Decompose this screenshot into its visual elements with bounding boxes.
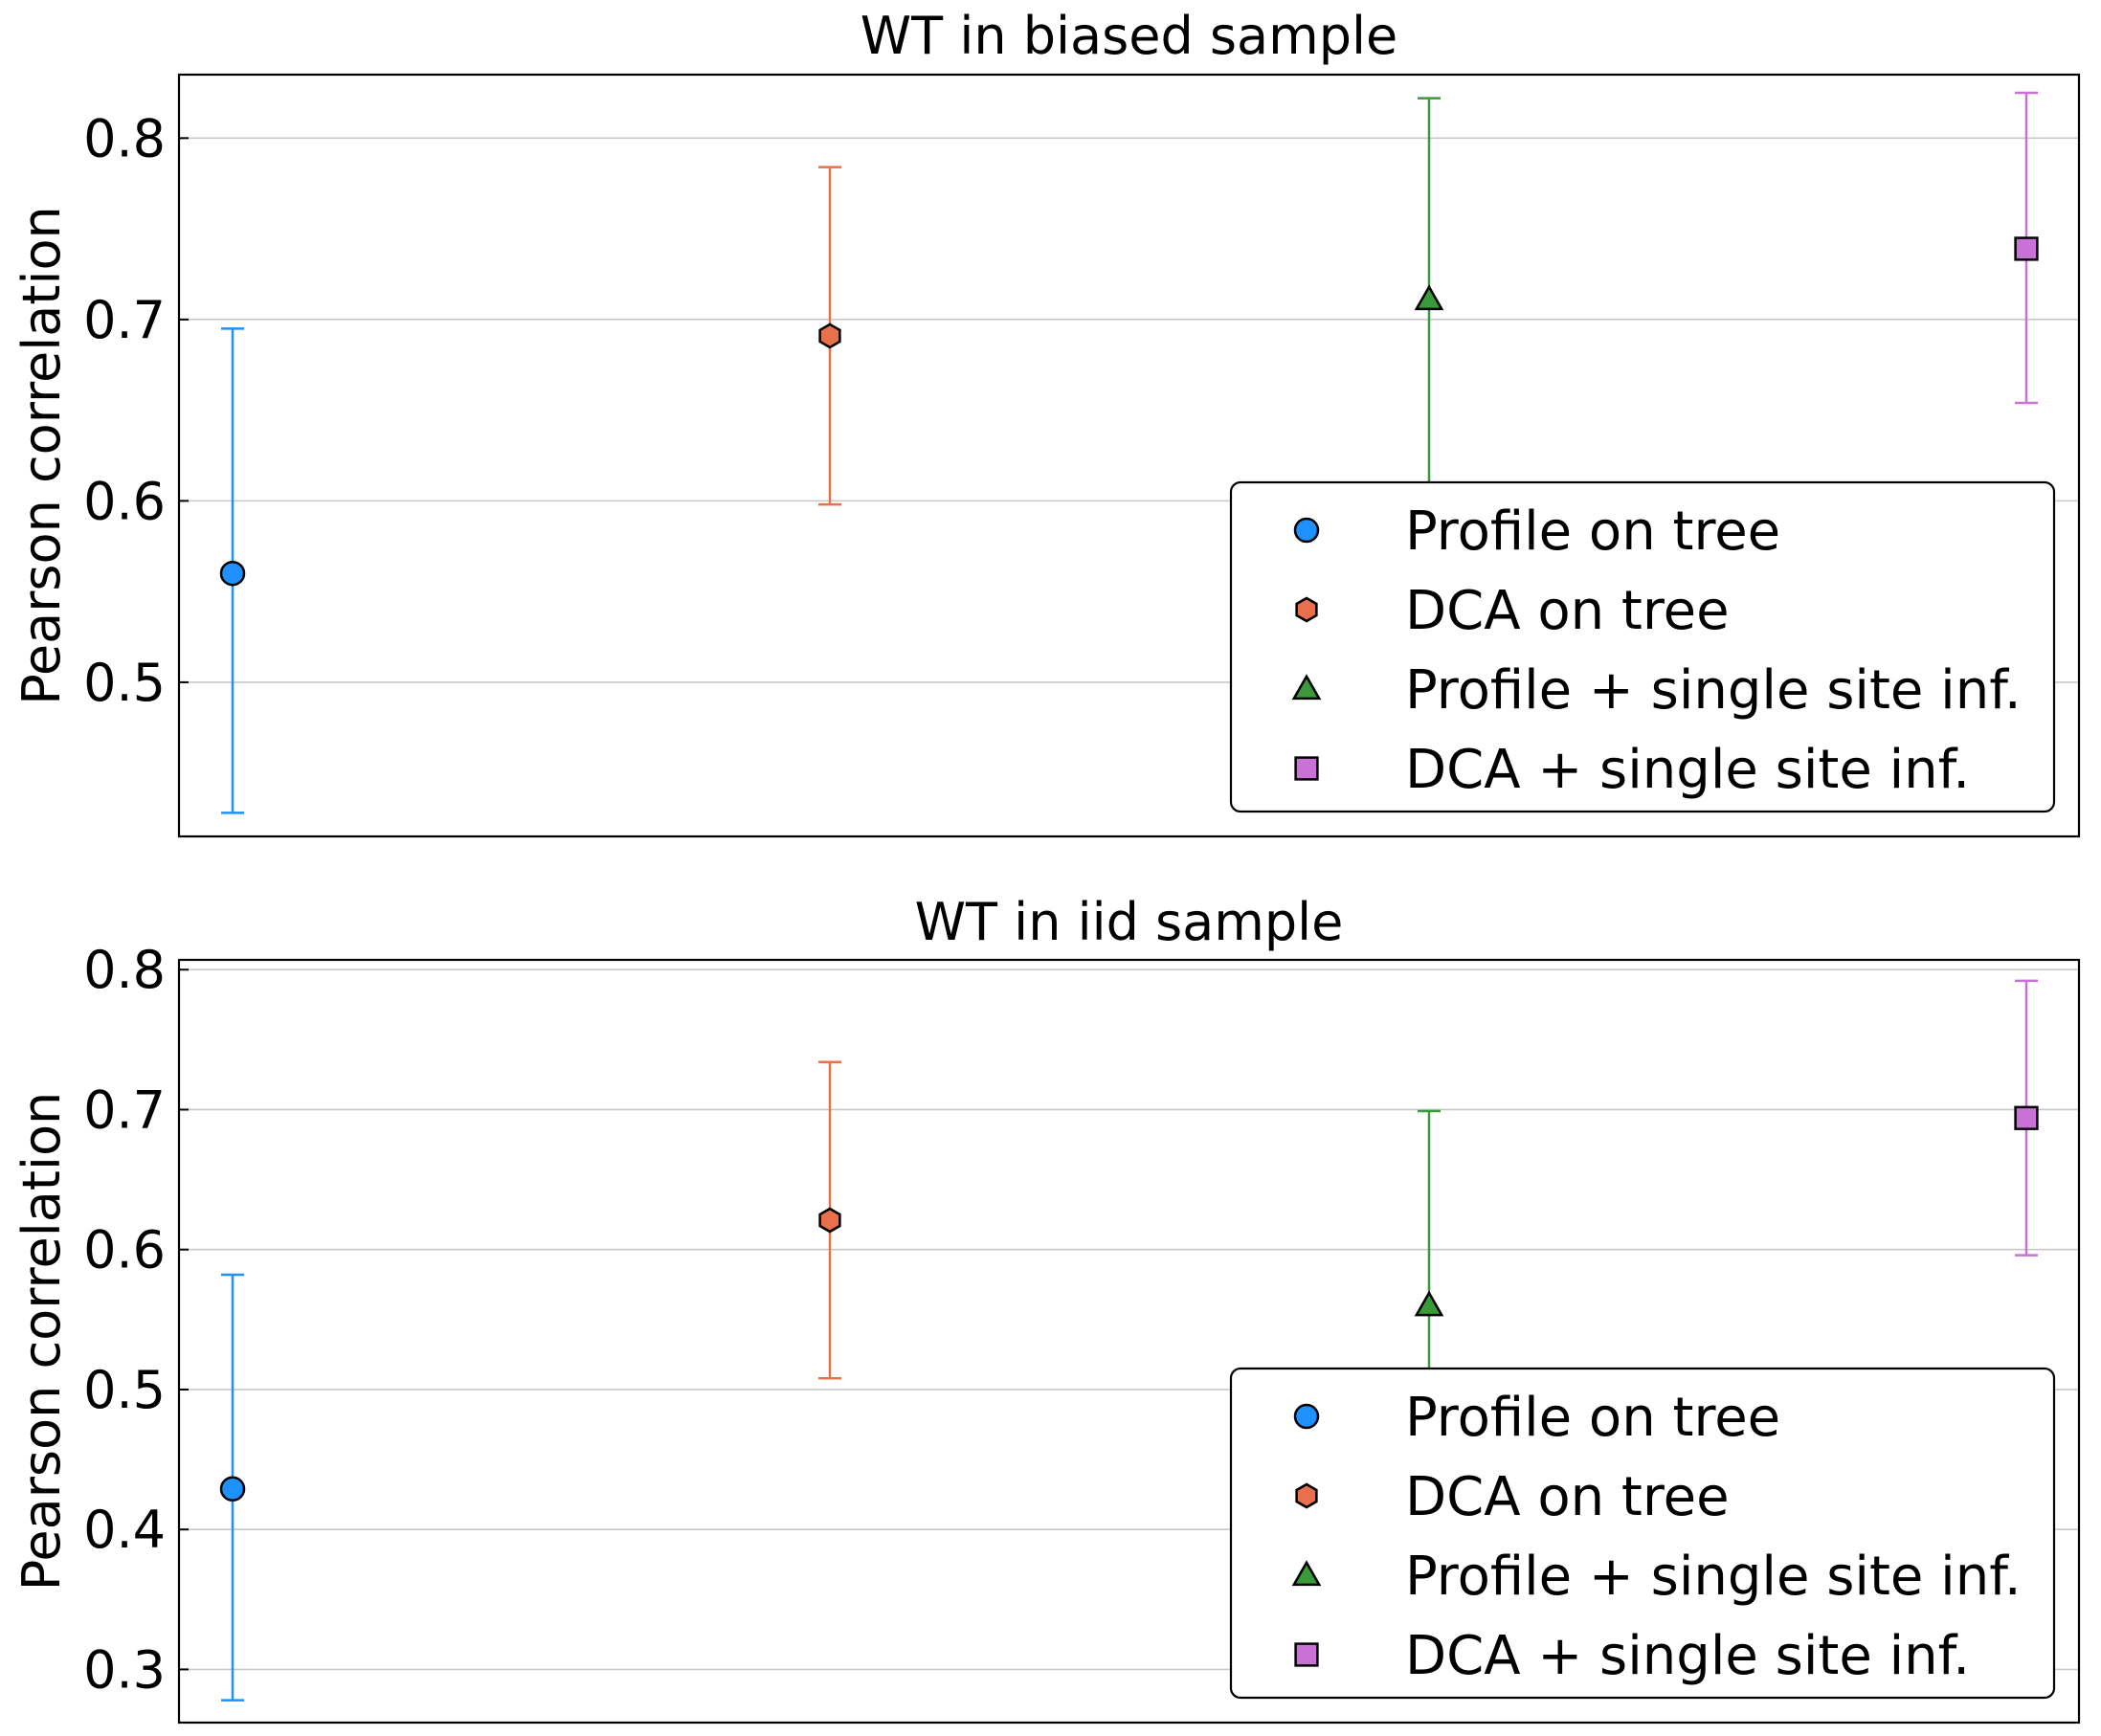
y-axis-label: Pearson correlation	[11, 1092, 72, 1591]
data-point-hexagon	[818, 323, 841, 349]
y-tick-label: 0.8	[83, 940, 166, 1000]
y-tick-label: 0.6	[83, 1220, 166, 1280]
data-point-circle	[219, 1476, 246, 1502]
data-point-triangle	[1414, 1290, 1444, 1317]
y-tick-label: 0.8	[83, 108, 166, 168]
legend-box	[1229, 1367, 2056, 1700]
chart-panel-2: 0.3 0.4 0.5 0.6 0.7 0.8 WT in iid samplePearso…	[11, 892, 2081, 1725]
chart-title: WT in iid sample	[915, 892, 1344, 952]
y-tick-label: 0.7	[83, 290, 166, 350]
y-tick-label: 0.5	[83, 653, 166, 713]
data-point-circle	[219, 560, 246, 587]
plot-frame	[177, 958, 2081, 1725]
legend-label: DCA + single site inf.	[1405, 1625, 1970, 1687]
legend-marker	[1294, 1642, 1319, 1667]
legend-label: DCA + single site inf.	[1405, 739, 1970, 801]
data-point-square	[2014, 1105, 2039, 1130]
chart-title: WT in biased sample	[861, 6, 1397, 66]
legend-marker	[1291, 674, 1322, 701]
y-tick-label: 0.4	[83, 1500, 166, 1560]
legend-label: Profile on tree	[1405, 501, 1780, 563]
legend-marker	[1295, 596, 1318, 623]
legend-label: Profile on tree	[1405, 1387, 1780, 1449]
data-point-hexagon	[818, 1207, 841, 1234]
y-tick-label: 0.7	[83, 1079, 166, 1140]
legend-marker	[1293, 517, 1320, 544]
y-tick-label: 0.6	[83, 471, 166, 531]
legend-marker	[1294, 756, 1319, 781]
legend-box	[1229, 480, 2056, 813]
y-tick-label: 0.3	[83, 1639, 166, 1700]
legend-marker	[1293, 1403, 1320, 1430]
legend-marker	[1291, 1560, 1322, 1587]
plot-frame	[177, 73, 2081, 838]
y-axis-label: Pearson correlation	[11, 206, 72, 704]
data-point-square	[2014, 236, 2039, 261]
legend-marker	[1295, 1482, 1318, 1509]
legend-label: DCA on tree	[1405, 1466, 1730, 1528]
legend-label: DCA on tree	[1405, 580, 1730, 642]
data-point-triangle	[1414, 284, 1444, 311]
y-tick-label: 0.5	[83, 1360, 166, 1420]
legend-label: Profile + single site inf.	[1405, 1546, 2022, 1608]
legend-label: Profile + single site inf.	[1405, 659, 2022, 722]
